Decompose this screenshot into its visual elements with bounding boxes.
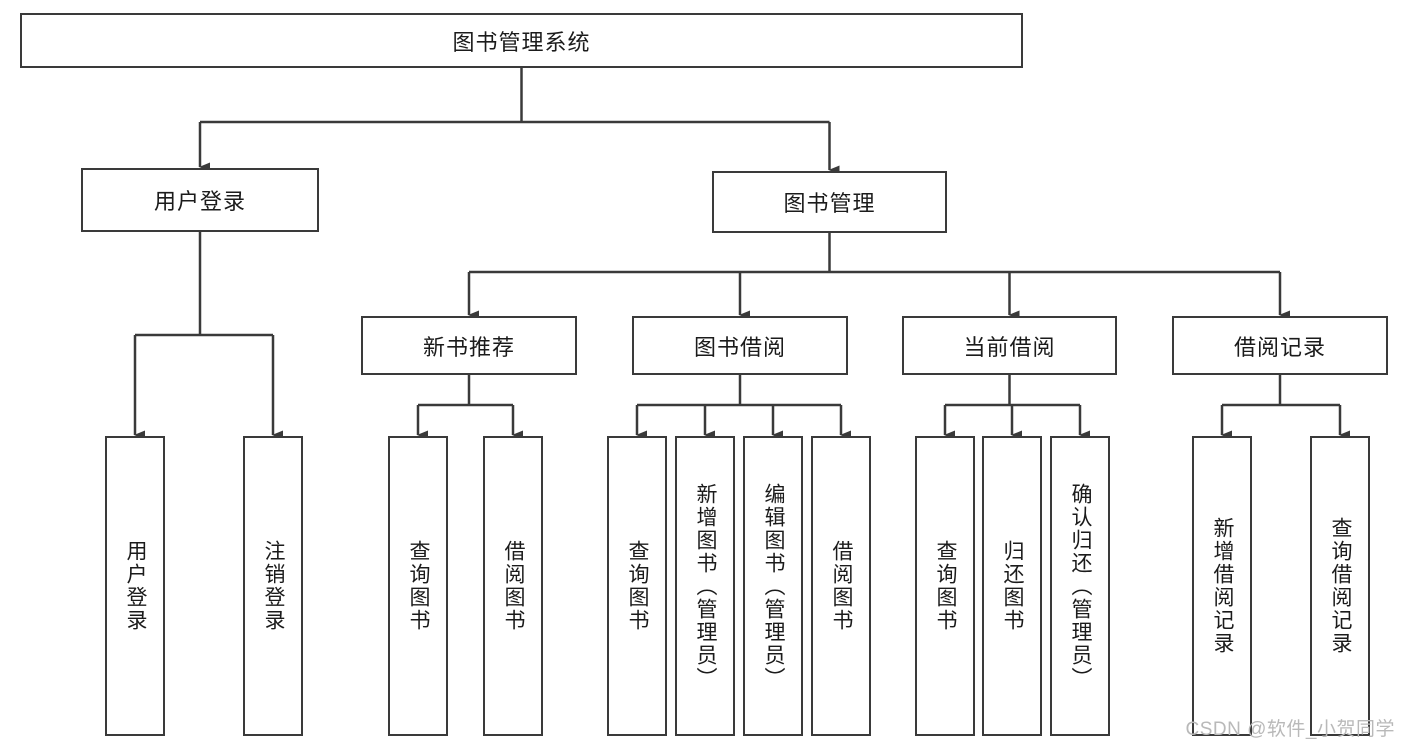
- node-label: 借阅记录: [1233, 334, 1326, 360]
- watermark-text: CSDN @软件_小贺同学: [1185, 719, 1395, 740]
- node-leaf-add-book: 新增图书（管理员）: [675, 436, 735, 736]
- node-book-borrow: 图书借阅: [632, 316, 848, 375]
- node-leaf-query-book-1: 查询图书: [388, 436, 448, 736]
- node-leaf-query-record: 查询借阅记录: [1310, 436, 1370, 736]
- node-leaf-user-login: 用户登录: [105, 436, 165, 736]
- node-label: 确认归还（管理员）: [1069, 482, 1093, 690]
- node-label: 借阅图书: [502, 540, 526, 632]
- node-label: 用户登录: [153, 189, 246, 214]
- node-label: 用户登录: [124, 540, 148, 632]
- node-leaf-return-book: 归还图书: [982, 436, 1042, 736]
- node-label: 查询图书: [626, 540, 650, 632]
- node-label: 查询图书: [407, 540, 431, 632]
- node-leaf-borrow-book-2: 借阅图书: [811, 436, 871, 736]
- node-label: 查询图书: [934, 540, 958, 632]
- node-user-login: 用户登录: [81, 168, 319, 232]
- node-label: 图书管理: [783, 191, 876, 216]
- node-label: 图书管理系统: [452, 29, 591, 55]
- node-label: 新增借阅记录: [1211, 517, 1235, 655]
- node-leaf-confirm-return: 确认归还（管理员）: [1050, 436, 1110, 736]
- node-leaf-add-record: 新增借阅记录: [1192, 436, 1252, 736]
- node-new-book-rec: 新书推荐: [361, 316, 577, 375]
- node-root: 图书管理系统: [20, 13, 1023, 68]
- node-label: 编辑图书（管理员）: [762, 482, 786, 690]
- node-label: 注销登录: [262, 540, 286, 632]
- node-leaf-edit-book: 编辑图书（管理员）: [743, 436, 803, 736]
- node-label: 当前借阅: [963, 334, 1056, 360]
- node-leaf-query-book-2: 查询图书: [607, 436, 667, 736]
- node-leaf-query-book-3: 查询图书: [915, 436, 975, 736]
- node-label: 图书借阅: [693, 334, 786, 360]
- node-label: 新增图书（管理员）: [694, 482, 718, 690]
- node-leaf-logout: 注销登录: [243, 436, 303, 736]
- node-book-manage: 图书管理: [712, 171, 947, 233]
- node-label: 归还图书: [1001, 540, 1025, 632]
- node-borrow-record: 借阅记录: [1172, 316, 1388, 375]
- node-current-borrow: 当前借阅: [902, 316, 1117, 375]
- node-leaf-borrow-book-1: 借阅图书: [483, 436, 543, 736]
- node-label: 查询借阅记录: [1329, 517, 1353, 655]
- node-label: 借阅图书: [830, 540, 854, 632]
- node-label: 新书推荐: [422, 334, 515, 360]
